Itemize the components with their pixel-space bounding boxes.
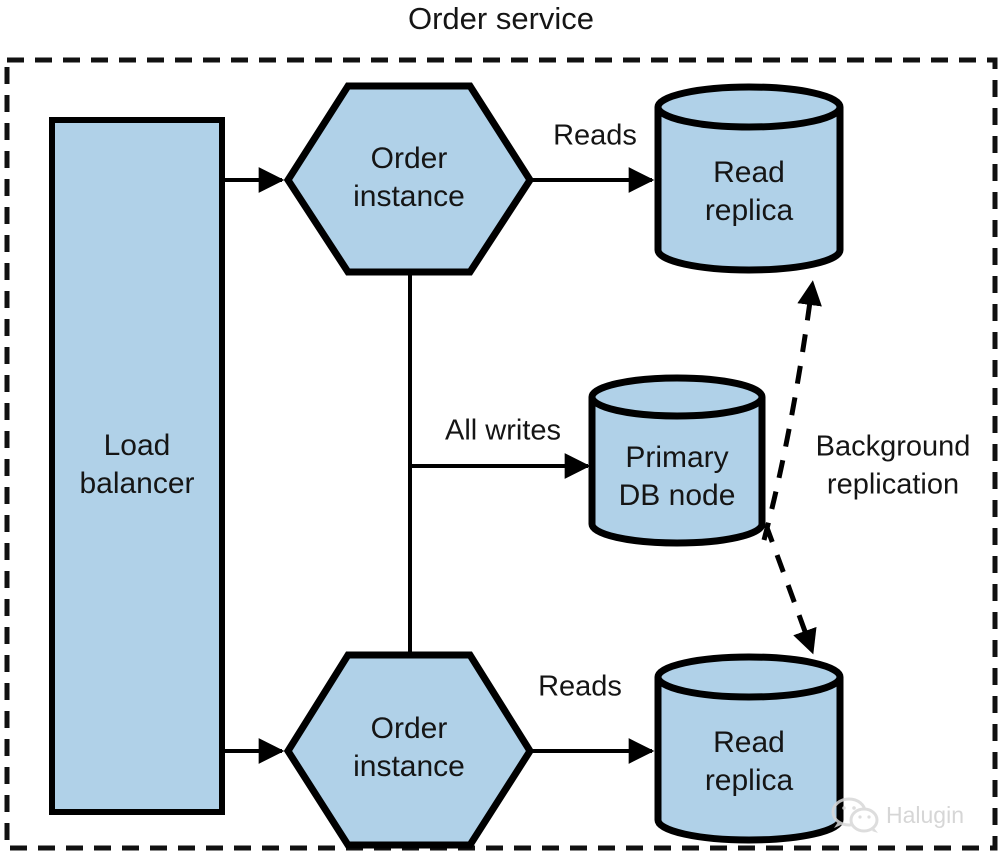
order-instance-bottom-label-line1: Order xyxy=(371,712,448,745)
edge-label-all-writes: All writes xyxy=(445,415,561,447)
order-instance-top-label-line1: Order xyxy=(371,142,448,175)
node-order-instance-top: Order instance xyxy=(283,82,535,276)
load-balancer-label-line2: balancer xyxy=(79,467,194,500)
watermark-label: Halugin xyxy=(886,802,964,828)
edge-label-reads-bottom: Reads xyxy=(538,671,622,703)
node-load-balancer: Load balancer xyxy=(49,117,225,815)
edge-label-reads-top: Reads xyxy=(553,120,637,152)
service-boundary xyxy=(4,57,998,851)
order-instance-bottom-label-line2: instance xyxy=(353,750,465,783)
read-replica-top-label-line1: Read xyxy=(713,156,785,189)
read-replica-bottom-label-line2: replica xyxy=(705,764,794,797)
primary-db-label-line1: Primary xyxy=(625,441,728,474)
node-order-instance-bottom: Order instance xyxy=(283,651,535,849)
edge-replication-down xyxy=(763,524,817,655)
edge-label-background-replication-line1: Background xyxy=(816,431,971,463)
order-instance-top-label-line2: instance xyxy=(353,180,465,213)
edge-replication-up xyxy=(761,280,822,541)
edge-label-background-replication-line2: replication xyxy=(827,469,959,501)
read-replica-bottom-label-line1: Read xyxy=(713,726,785,759)
page-title: Order service xyxy=(408,1,594,36)
wechat-icon xyxy=(831,797,879,833)
node-read-replica-top: Read replica xyxy=(654,83,844,274)
watermark: Halugin xyxy=(831,797,964,833)
node-read-replica-bottom: Read replica xyxy=(654,653,844,844)
load-balancer-label-line1: Load xyxy=(104,429,171,462)
node-primary-db: Primary DB node xyxy=(588,374,766,547)
read-replica-top-label-line2: replica xyxy=(705,194,794,227)
primary-db-label-line2: DB node xyxy=(619,479,736,512)
